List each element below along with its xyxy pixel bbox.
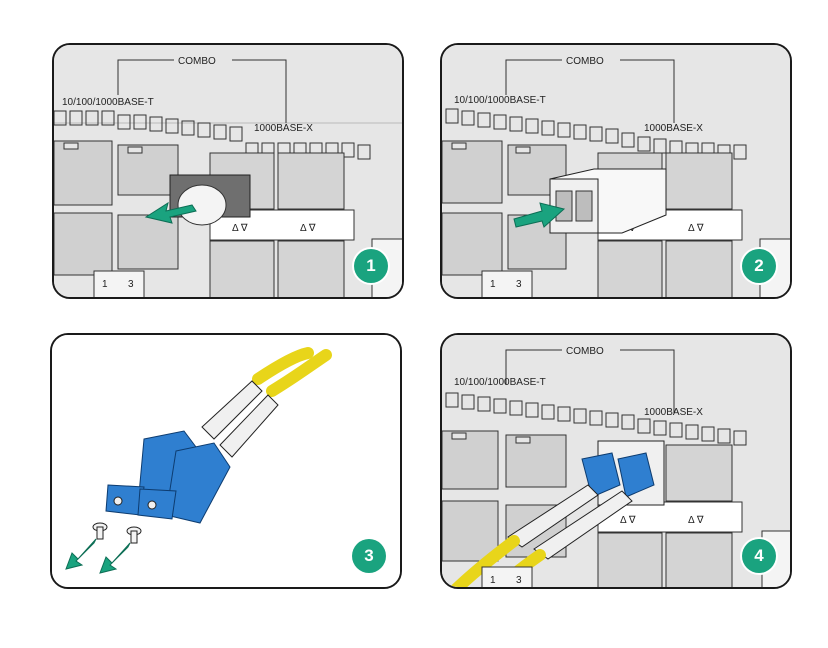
step-2-panel: COMBO 10/100/1000BASE-T 1000BASE-X [440, 43, 792, 299]
svg-text:1: 1 [490, 279, 496, 290]
connector-illustration [52, 335, 400, 587]
dust-plug [177, 184, 227, 226]
copper-port-label: 10/100/1000BASE-T [62, 97, 154, 108]
step-badge-4: 4 [742, 539, 776, 573]
copper-port-label: 10/100/1000BASE-T [454, 377, 546, 388]
dust-cap [92, 522, 142, 544]
svg-text:3: 3 [128, 279, 134, 290]
svg-text:Δ ∇: Δ ∇ [688, 223, 704, 234]
pull-arrow [99, 542, 131, 574]
fiber-port-label: 1000BASE-X [644, 407, 703, 418]
combo-label: COMBO [566, 346, 604, 357]
svg-text:Δ ∇: Δ ∇ [620, 515, 636, 526]
svg-text:1: 1 [102, 279, 108, 290]
fiber-port-label: 1000BASE-X [254, 123, 313, 134]
copper-port-label: 10/100/1000BASE-T [454, 95, 546, 106]
pull-arrow [65, 538, 97, 570]
lc-connector [105, 430, 231, 524]
svg-text:3: 3 [516, 279, 522, 290]
switch-illustration: COMBO 10/100/1000BASE-T 1000BASE-X [442, 45, 790, 297]
step-3-panel: 3 [50, 333, 402, 589]
pull-arrow [144, 201, 197, 224]
switch-illustration: COMBO 10/100/1000BASE-T 1000BASE-X [442, 335, 790, 587]
switch-illustration: COMBO 10/100/1000BASE-T 1000BASE-X [54, 45, 402, 297]
fiber-cable [266, 349, 332, 397]
combo-label: COMBO [178, 56, 216, 67]
step-badge-3: 3 [352, 539, 386, 573]
lc-connector [581, 452, 655, 498]
svg-text:3: 3 [516, 575, 522, 586]
insert-arrow [513, 202, 566, 228]
step-badge-1: 1 [354, 249, 388, 283]
svg-text:Δ ∇: Δ ∇ [688, 515, 704, 526]
step-badge-2: 2 [742, 249, 776, 283]
svg-text:Δ ∇: Δ ∇ [300, 223, 316, 234]
svg-text:1: 1 [490, 575, 496, 586]
combo-label: COMBO [566, 56, 604, 67]
step-1-panel: COMBO 10/100/1000BASE-T 1000BASE-X [52, 43, 404, 299]
fiber-cable [449, 535, 520, 587]
fiber-port-label: 1000BASE-X [644, 123, 703, 134]
fiber-cable [252, 347, 314, 385]
sfp-module [549, 168, 667, 234]
step-4-panel: COMBO 10/100/1000BASE-T 1000BASE-X [440, 333, 792, 589]
svg-text:Δ ∇: Δ ∇ [232, 223, 248, 234]
